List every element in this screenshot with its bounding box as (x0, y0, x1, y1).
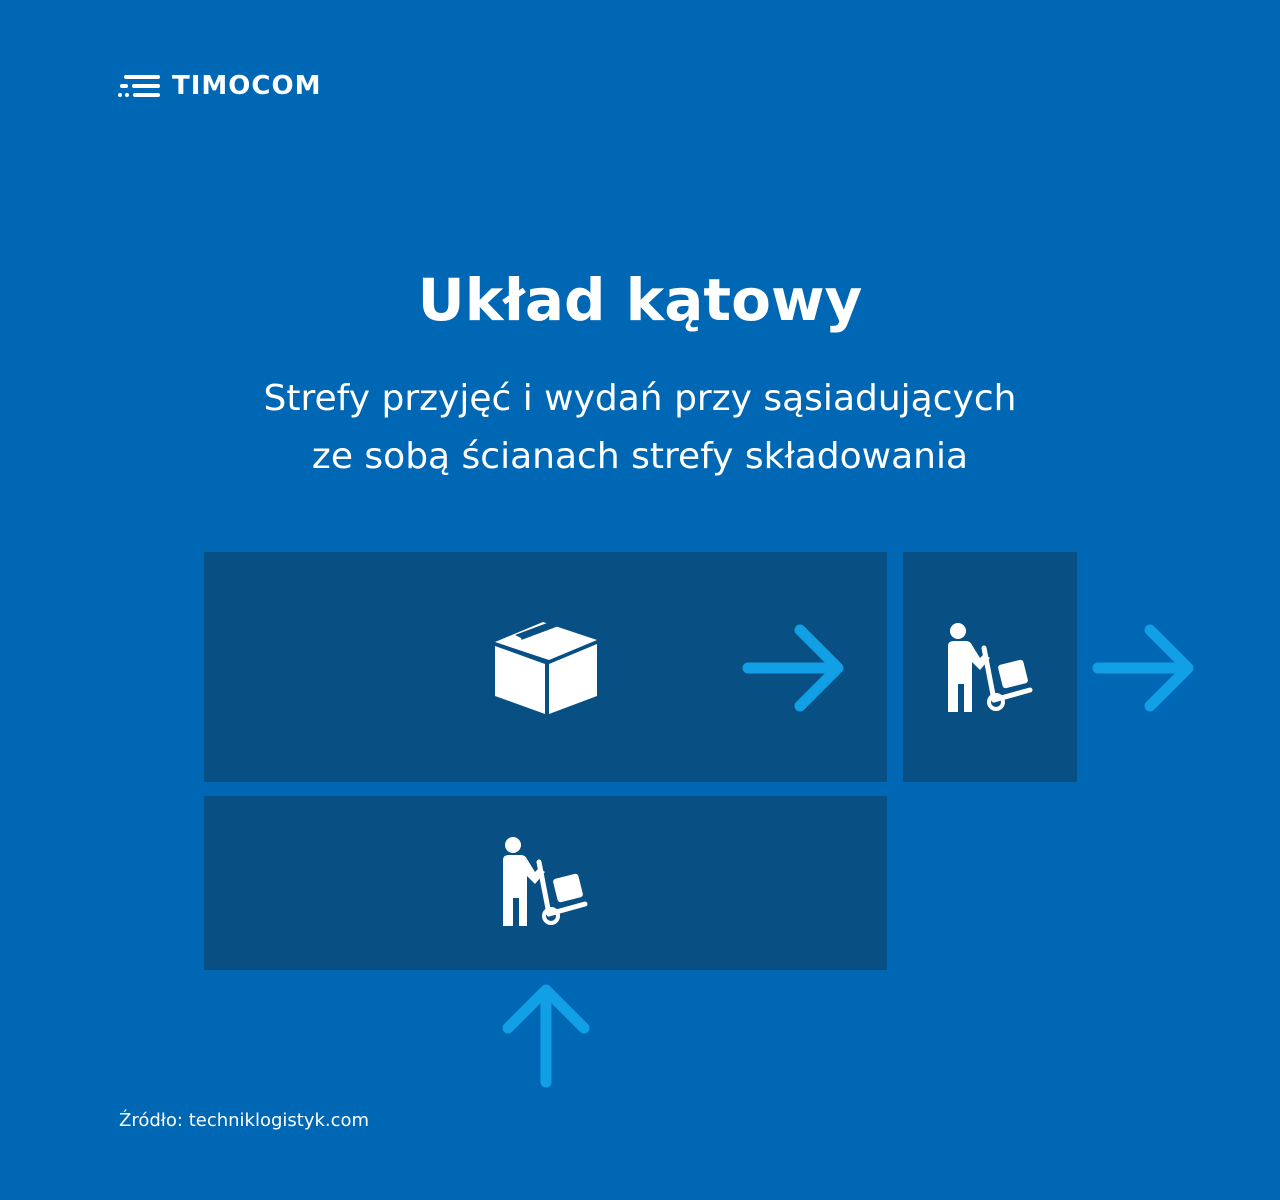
page-subtitle: Strefy przyjęć i wydań przy sąsiadującyc… (0, 370, 1280, 486)
subtitle-line-2: ze sobą ścianach strefy składowania (311, 436, 969, 477)
arrow-up-icon (502, 984, 590, 1088)
page-title: Układ kątowy (417, 266, 863, 334)
arrow-right-icon (1092, 624, 1194, 712)
subtitle-line-1: Strefy przyjęć i wydań przy sąsiadującyc… (263, 378, 1017, 419)
box-icon (495, 620, 597, 714)
worker-hand-truck-icon (948, 623, 1033, 712)
brand-name: TIMOCOM (172, 71, 322, 101)
speed-lines-icon (118, 75, 160, 97)
brand-logo: TIMOCOM (118, 70, 321, 102)
arrow-right-icon (742, 624, 844, 712)
worker-hand-truck-icon (503, 837, 588, 926)
source-note: Źródło: techniklogistyk.com (119, 1110, 370, 1131)
